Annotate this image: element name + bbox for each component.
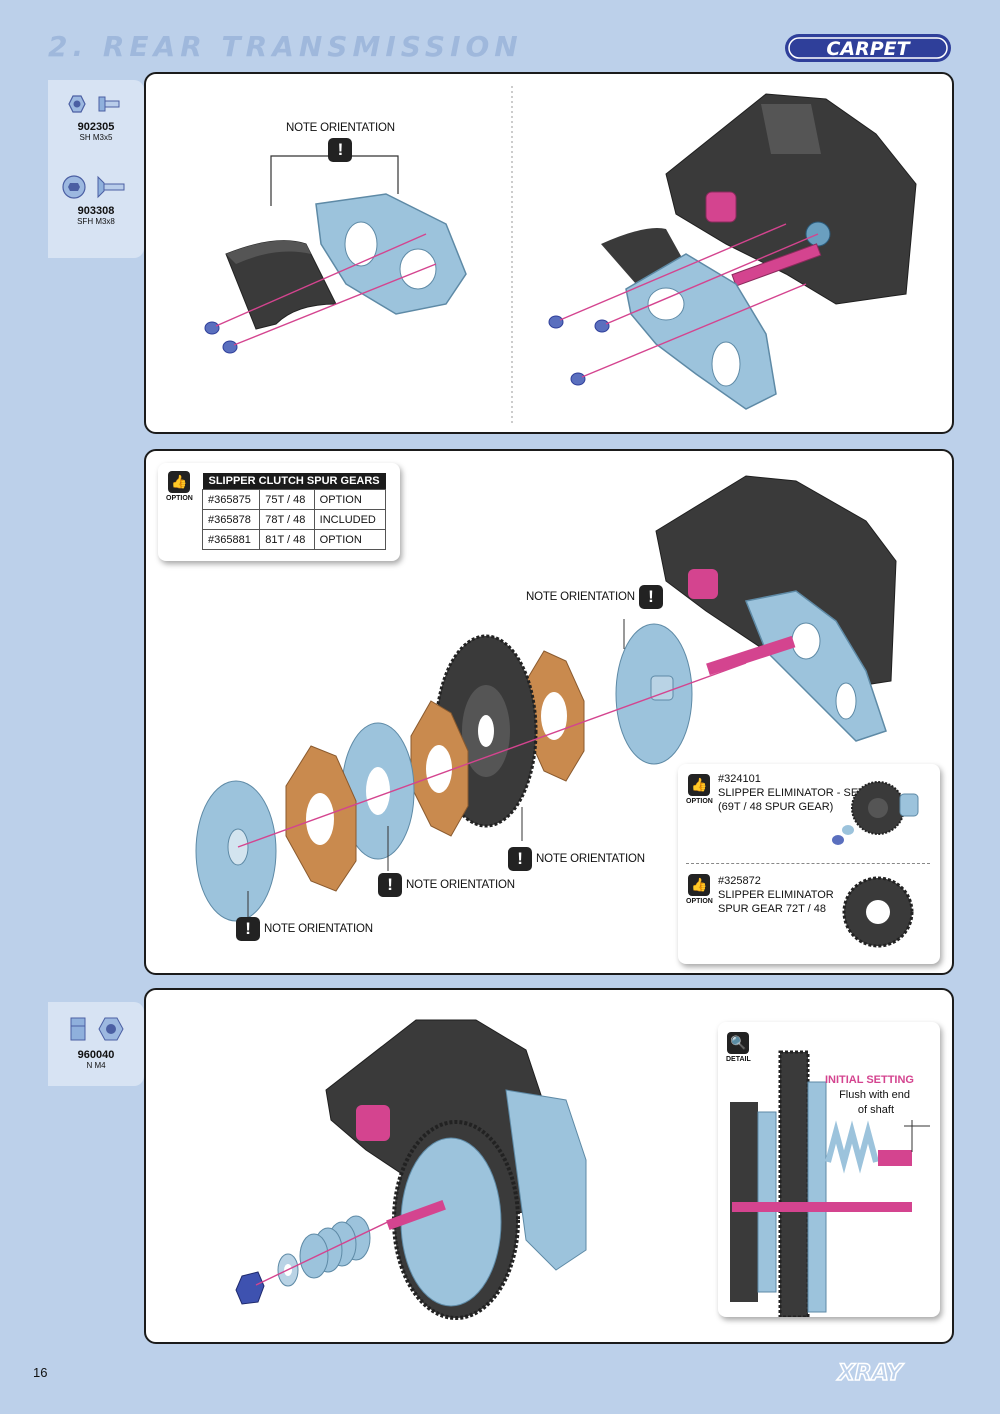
note-label: NOTE ORIENTATION [264,923,373,935]
detail-badge: 🔍 DETAIL [726,1032,751,1063]
step1-illustration [204,86,917,424]
option-badge: 👍 OPTION [686,874,713,905]
cell-status: OPTION [313,489,387,510]
detail-box: 🔍 DETAIL INITIAL SETTING Flush with end … [718,1022,940,1317]
carpet-badge: CARPET [785,34,951,62]
option-badge: 👍 OPTION [686,774,713,805]
step3-panel: 🔍 DETAIL INITIAL SETTING Flush with end … [144,988,954,1344]
option-item-1: #324101 SLIPPER ELIMINATOR - SET (69T / … [718,772,865,814]
spur-table-title: SLIPPER CLUTCH SPUR GEARS [202,473,386,490]
step2-panel: 👍 OPTION SLIPPER CLUTCH SPUR GEARS #3658… [144,449,954,975]
step3-parts-card: 960040 N M4 [48,1002,144,1086]
option-part-number: #324101 [718,773,761,785]
option-line2: SPUR GEAR 72T / 48 [718,903,827,915]
svg-text:XRAY: XRAY [836,1361,904,1384]
option-line1: SLIPPER ELIMINATOR - SET [718,787,865,799]
part-903308: 903308 SFH M3x8 [48,174,144,227]
part-desc: N M4 [86,1061,106,1070]
initial-setting-line1: Flush with end [839,1089,910,1101]
option-line1: SLIPPER ELIMINATOR [718,889,834,901]
detail-illustration [730,1050,930,1317]
magnifier-icon: 🔍 [727,1032,750,1054]
option-part-number: #325872 [718,875,761,887]
cell-teeth: 81T / 48 [259,529,315,550]
page-title: 2. REAR TRANSMISSION [48,30,523,63]
part-code: 902305 [77,121,115,133]
note-orientation-bottom: ! NOTE ORIENTATION [236,917,373,941]
option-label: OPTION [686,898,713,905]
cell-part: #365875 [201,489,261,510]
note-label: NOTE ORIENTATION [536,853,645,865]
divider [686,863,930,864]
note-orientation-top: NOTE ORIENTATION ! [526,585,663,609]
part-code: 960040 [77,1049,115,1061]
step1-panel: NOTE ORIENTATION ! [144,72,954,434]
note-orientation: NOTE ORIENTATION ! [286,122,395,162]
cell-status: OPTION [313,529,387,550]
table-row: #365875 75T / 48 OPTION [201,489,387,510]
step1-parts-card: 902305 SH M3x5 903308 SFH M3x8 [48,80,144,258]
note-orientation-right: ! NOTE ORIENTATION [508,847,645,871]
initial-setting-title: INITIAL SETTING [824,1074,914,1086]
option-label: OPTION [686,798,713,805]
option-item-2: #325872 SLIPPER ELIMINATOR SPUR GEAR 72T… [718,874,834,916]
part-902305: 902305 SH M3x5 [48,92,144,143]
svg-text:CARPET: CARPET [826,38,911,60]
note-label: NOTE ORIENTATION [286,122,395,134]
cell-part: #365881 [201,529,261,550]
warning-icon: ! [236,917,260,941]
page-number: 16 [33,1365,48,1380]
warning-icon: ! [328,138,353,162]
option-line2: (69T / 48 SPUR GEAR) [718,801,834,813]
option-label: OPTION [166,495,193,502]
thumbs-up-icon: 👍 [168,471,191,493]
cell-part: #365878 [201,509,261,530]
table-row: #365878 78T / 48 INCLUDED [201,509,387,530]
socket-head-screw-icon [68,95,120,113]
warning-icon: ! [378,873,402,897]
cell-teeth: 78T / 48 [259,509,315,530]
detail-label: DETAIL [726,1056,751,1063]
part-code: 903308 [77,205,115,217]
initial-setting-line2: of shaft [857,1104,894,1116]
note-orientation-middle: ! NOTE ORIENTATION [378,873,515,897]
step3-illustration [235,1019,587,1320]
nylon-nut-icon [70,1017,124,1041]
flat-head-screw-icon [62,175,125,199]
thumbs-up-icon: 👍 [688,774,711,796]
note-label: NOTE ORIENTATION [406,879,515,891]
slipper-eliminator-gear-image [842,876,914,948]
xray-logo: XRAY [835,1360,905,1384]
cell-teeth: 75T / 48 [259,489,315,510]
option-badge: 👍 OPTION [166,471,193,502]
slipper-eliminator-set-image [832,781,919,845]
warning-icon: ! [508,847,532,871]
step2-illustration [195,475,897,922]
warning-icon: ! [638,585,663,609]
note-label: NOTE ORIENTATION [526,591,635,603]
spur-gear-table: SLIPPER CLUTCH SPUR GEARS #365875 75T / … [201,473,387,550]
table-row: #365881 81T / 48 OPTION [201,529,387,550]
part-desc: SFH M3x8 [77,217,115,226]
spur-gear-options-box: 👍 OPTION SLIPPER CLUTCH SPUR GEARS #3658… [158,463,400,561]
part-desc: SH M3x5 [79,133,113,142]
thumbs-up-icon: 👍 [688,874,711,896]
slipper-eliminator-options-box: 👍 OPTION #324101 SLIPPER ELIMINATOR - SE… [678,764,940,964]
cell-status: INCLUDED [313,509,387,530]
